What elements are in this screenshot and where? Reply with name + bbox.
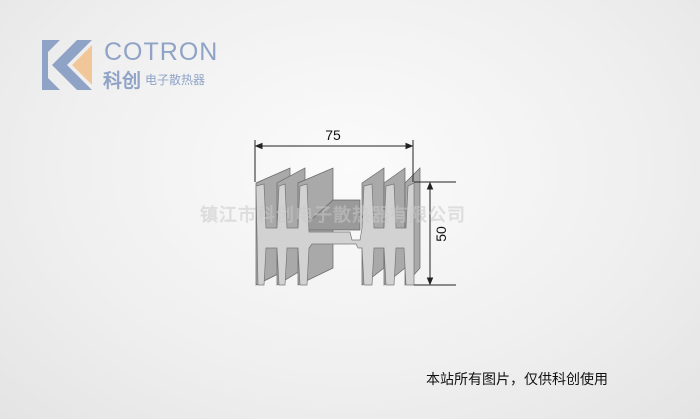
heatsink-front-profile — [255, 182, 415, 286]
width-dimension-label: 75 — [325, 127, 341, 143]
brand-subtitle: 电子散热器 — [145, 73, 206, 87]
watermark: 镇江市科创电子散热器有限公司 — [200, 205, 466, 226]
height-dimension-label: 50 — [433, 226, 449, 242]
brand-cn: 科创 — [103, 70, 142, 92]
footer-notice: 本站所有图片，仅供科创使用 — [426, 372, 608, 388]
dimension-lines — [254, 140, 456, 286]
brand-name: COTRON — [104, 38, 219, 66]
cotron-logo-icon — [42, 40, 92, 90]
